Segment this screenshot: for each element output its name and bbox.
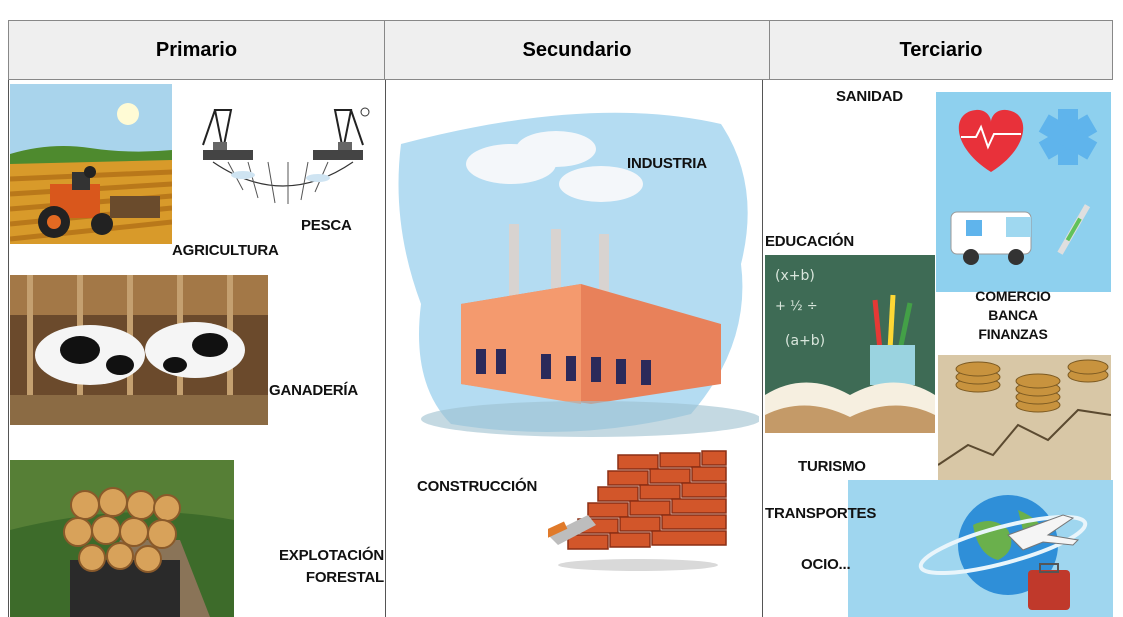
tractor-field-image: [10, 84, 172, 244]
label-pesca: PESCA: [301, 217, 352, 234]
logs-truck-image: [10, 460, 234, 617]
column-border-left: [8, 80, 9, 617]
cows-image: [10, 275, 268, 425]
header-terciario: Terciario: [770, 20, 1113, 80]
header-secundario-text: Secundario: [522, 38, 632, 61]
label-turismo: TURISMO: [798, 458, 866, 475]
label-finanzas: FINANZAS: [978, 326, 1048, 342]
label-comercio-banca-finanzas: COMERCIO BANCA FINANZAS: [953, 287, 1073, 344]
sectors-table: Primario Secundario Terciario: [8, 0, 1113, 617]
label-sanidad: SANIDAD: [836, 88, 903, 105]
label-educacion: EDUCACIÓN: [765, 233, 855, 250]
label-industria: INDUSTRIA: [627, 155, 707, 172]
label-explotacion-forestal: EXPLOTACIÓN FORESTAL: [244, 545, 384, 589]
column-border-1: [385, 80, 386, 617]
header-primario-text: Primario: [155, 38, 238, 61]
label-comercio: COMERCIO: [975, 288, 1051, 304]
svg-text:+ ½ ÷: + ½ ÷: [775, 299, 818, 314]
svg-text:(a+b): (a+b): [785, 333, 825, 349]
label-agricultura: AGRICULTURA: [172, 242, 279, 259]
bricks-image: [548, 450, 727, 571]
label-transportes: TRANSPORTES: [765, 505, 877, 522]
label-ocio: OCIO...: [801, 556, 851, 573]
label-ganaderia: GANADERÍA: [269, 382, 359, 399]
globe-plane-image: [848, 480, 1113, 617]
header-secundario: Secundario: [385, 20, 770, 80]
label-explotacion-line1: EXPLOTACIÓN: [278, 547, 384, 564]
column-border-2: [762, 80, 763, 617]
heart-medical-image: [936, 92, 1111, 292]
label-banca: BANCA: [988, 307, 1038, 323]
header-primario: Primario: [8, 20, 385, 80]
header-terciario-text: Terciario: [899, 38, 983, 61]
label-explotacion-line2: FORESTAL: [305, 569, 384, 586]
coins-chart-image: [938, 355, 1111, 485]
fishing-boats-image: [202, 107, 370, 204]
factory-image: [391, 84, 759, 454]
label-construccion: CONSTRUCCIÓN: [417, 478, 538, 495]
books-education-image: (x+b) + ½ ÷ (a+b): [765, 255, 935, 433]
svg-text:(x+b): (x+b): [775, 268, 815, 284]
